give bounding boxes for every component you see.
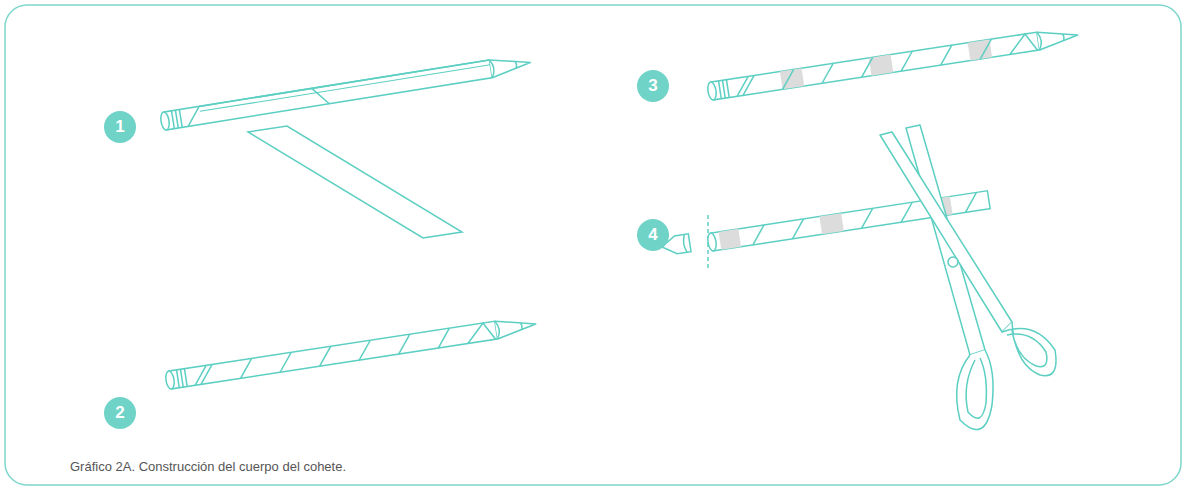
frame — [5, 5, 1181, 485]
pencil-step-2 — [165, 315, 537, 389]
callout-number: 1 — [104, 111, 136, 143]
callout-number: 4 — [637, 219, 669, 251]
figure-caption: Gráfico 2A. Construcción del cuerpo del … — [70, 459, 346, 474]
pencil-step-1 — [160, 54, 532, 238]
callout-number: 3 — [637, 70, 669, 102]
callout-number: 2 — [104, 397, 136, 429]
pencil-step-4 — [661, 125, 1056, 430]
pencil-step-3 — [707, 26, 1079, 100]
scissors — [880, 125, 1056, 430]
